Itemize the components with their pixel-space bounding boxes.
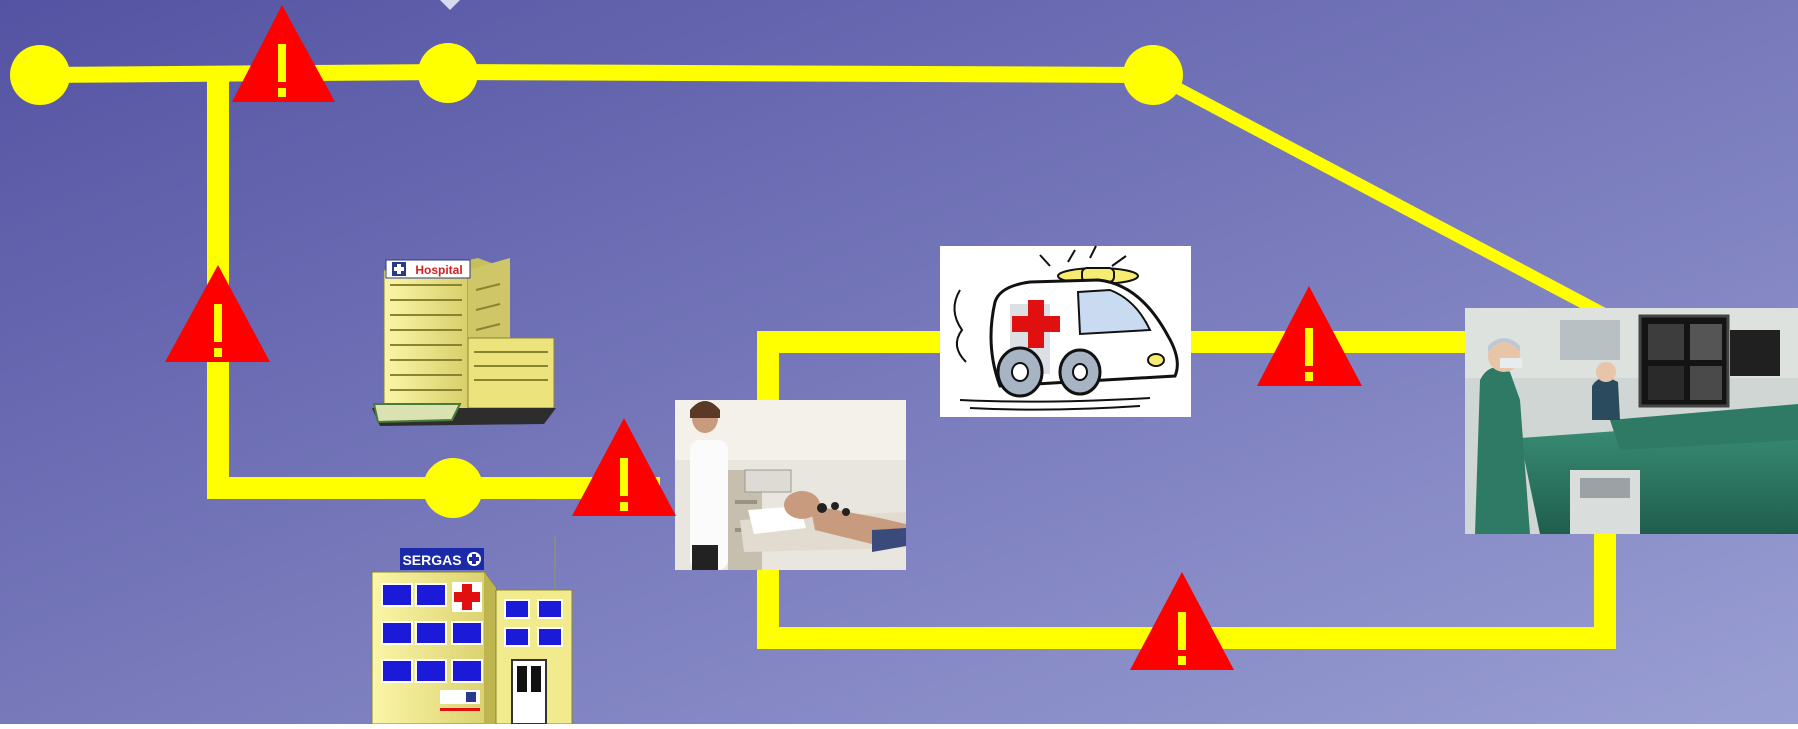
- health-center-sign: SERGAS: [402, 552, 461, 568]
- hospital-building-icon: Hospital: [372, 258, 556, 426]
- ambulance-icon: [940, 245, 1191, 417]
- route-node-top-right: [1123, 45, 1183, 105]
- route-node-top-middle: [418, 43, 478, 103]
- warning-triangle-icon: [572, 418, 676, 516]
- warning-triangle-icon: [1257, 286, 1362, 386]
- catheterization-lab-photo: [1465, 308, 1798, 534]
- warning-triangle-icon: [1130, 572, 1234, 670]
- warning-triangle-icon: [165, 265, 270, 362]
- top-arrow-tip: [440, 0, 460, 10]
- warning-triangles: [165, 5, 1362, 670]
- route-node-health-center: [423, 458, 483, 518]
- route-top-diagonal: [1150, 69, 1615, 324]
- route-node-start: [10, 45, 70, 105]
- warning-triangle-icon: [232, 5, 335, 102]
- route-left-vertical: [207, 68, 660, 499]
- health-center-building-icon: SERGAS: [371, 536, 573, 725]
- hospital-sign: Hospital: [415, 263, 462, 277]
- ecg-exam-photo: [675, 400, 906, 570]
- route-ecg-to-ambulance: [757, 331, 945, 400]
- route-top: [39, 63, 1154, 83]
